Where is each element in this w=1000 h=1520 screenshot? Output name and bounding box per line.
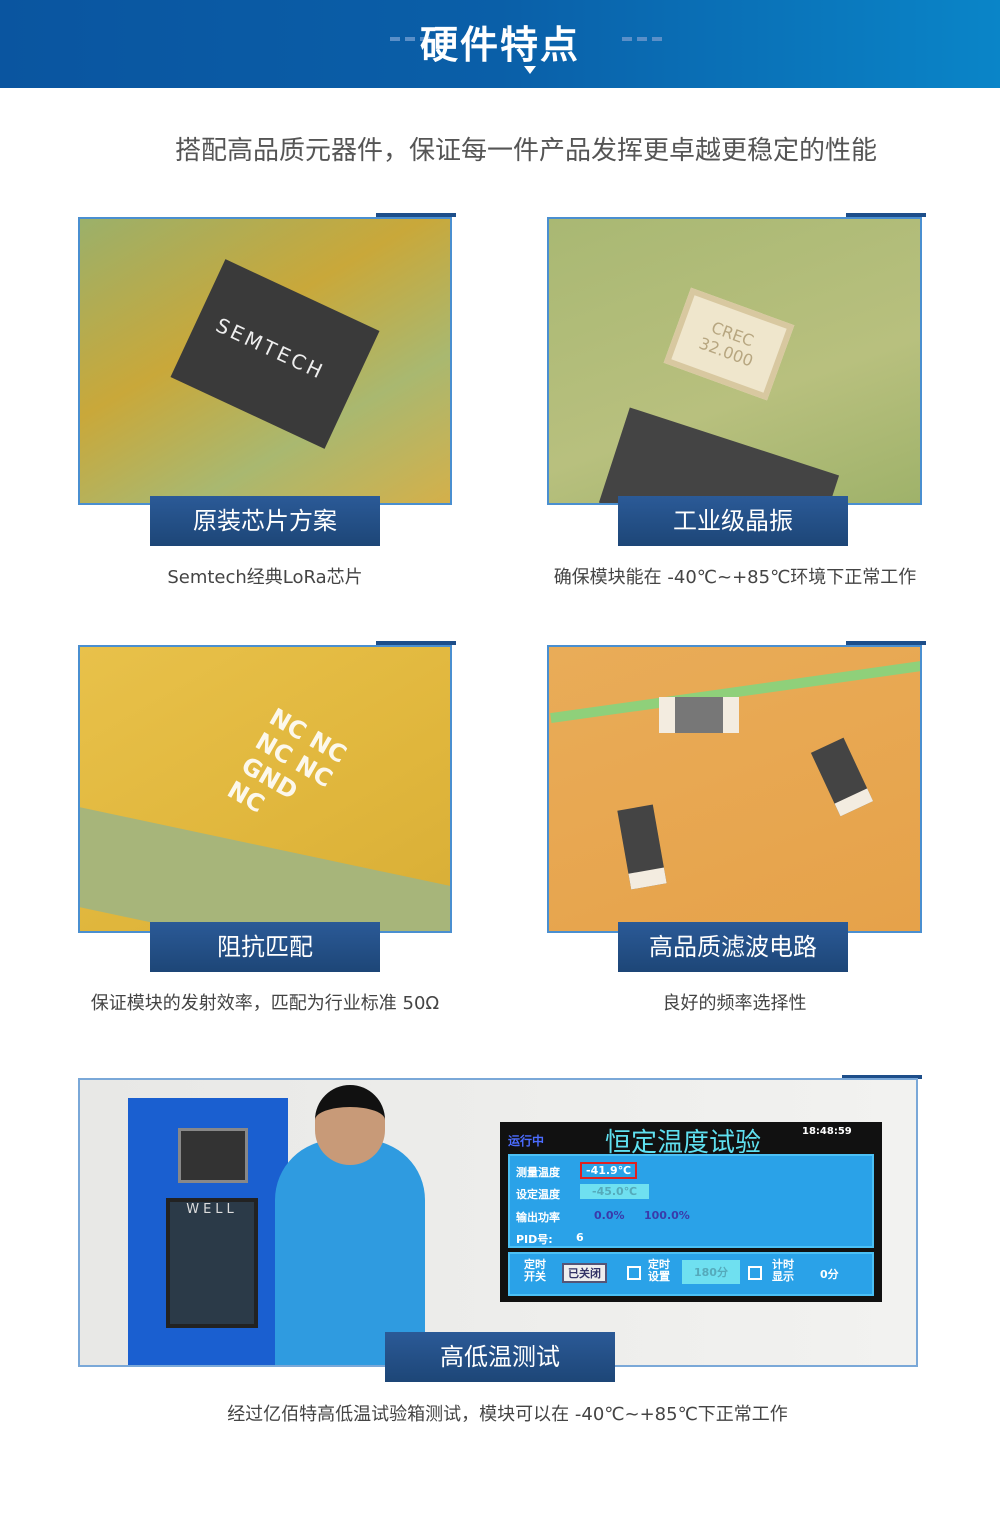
screen-time: 18:48:59 <box>802 1126 852 1137</box>
timer-set-value: 180分 <box>682 1260 740 1284</box>
frame-accent <box>376 641 456 645</box>
chamber-brand: WELL <box>166 1198 258 1328</box>
checkbox-icon <box>748 1266 762 1280</box>
crystal-marking: CREC 32.000 <box>663 287 795 401</box>
timer-switch-label: 定时开关 <box>524 1258 546 1283</box>
power-label: 输出功率 <box>516 1211 560 1224</box>
test-chamber: WELL <box>128 1098 288 1365</box>
technician <box>275 1140 425 1365</box>
frame-accent <box>846 641 926 645</box>
timer-display-value: 0分 <box>820 1268 839 1281</box>
section-title: 硬件特点 <box>419 23 580 67</box>
decor-dash <box>390 37 434 41</box>
section-header: 硬件特点 <box>0 0 1000 88</box>
feature-label: 阻抗匹配 <box>150 922 380 972</box>
feature-label: 工业级晶振 <box>618 496 848 546</box>
power-value: 100.0% <box>644 1209 690 1222</box>
feature-caption: 经过亿佰特高低温试验箱测试，模块可以在 -40℃~+85℃下正常工作 <box>227 1404 788 1425</box>
frame-accent <box>846 213 926 217</box>
frame-accent <box>376 213 456 217</box>
down-triangle-icon <box>524 66 536 74</box>
set-value: -45.0℃ <box>580 1184 650 1199</box>
feature-caption: 保证模块的发射效率，匹配为行业标准 50Ω <box>90 993 440 1014</box>
pid-value: 6 <box>576 1231 584 1244</box>
timer-switch-button: 已关闭 <box>562 1263 607 1283</box>
filter-circuit-image <box>547 645 922 933</box>
feature-label: 原装芯片方案 <box>150 496 380 546</box>
feature-caption: Semtech经典LoRa芯片 <box>167 567 363 588</box>
frame-accent <box>842 1075 922 1079</box>
measured-label: 测量温度 <box>516 1166 560 1179</box>
screen-title: 恒定温度试验 <box>605 1128 762 1158</box>
controller-screen: 运行中 恒定温度试验 18:48:59 测量温度 -41.9℃ 设定温度 -45… <box>500 1122 882 1302</box>
chip-marking: SEMTECH <box>212 312 329 385</box>
feature-caption: 确保模块能在 -40℃~+85℃环境下正常工作 <box>553 567 917 588</box>
set-label: 设定温度 <box>516 1188 560 1201</box>
pid-label: PID号: <box>516 1233 553 1246</box>
subtitle: 搭配高品质元器件，保证每一件产品发挥更卓越更稳定的性能 <box>174 136 877 166</box>
impedance-image: NC NC NC NC GND NC <box>78 645 452 933</box>
checkbox-icon <box>627 1266 641 1280</box>
measured-value: -41.9℃ <box>580 1162 638 1179</box>
decor-dash <box>622 37 666 41</box>
feature-label: 高低温测试 <box>385 1332 615 1382</box>
crystal-image: CREC 32.000 <box>547 217 922 505</box>
semtech-chip-image: SEMTECH <box>78 217 452 505</box>
power-value: 0.0% <box>594 1209 625 1222</box>
timer-display-label: 计时显示 <box>772 1258 794 1283</box>
feature-caption: 良好的频率选择性 <box>662 993 807 1014</box>
screen-status: 运行中 <box>508 1134 545 1148</box>
timer-set-label: 定时设置 <box>648 1258 670 1283</box>
feature-label: 高品质滤波电路 <box>618 922 848 972</box>
